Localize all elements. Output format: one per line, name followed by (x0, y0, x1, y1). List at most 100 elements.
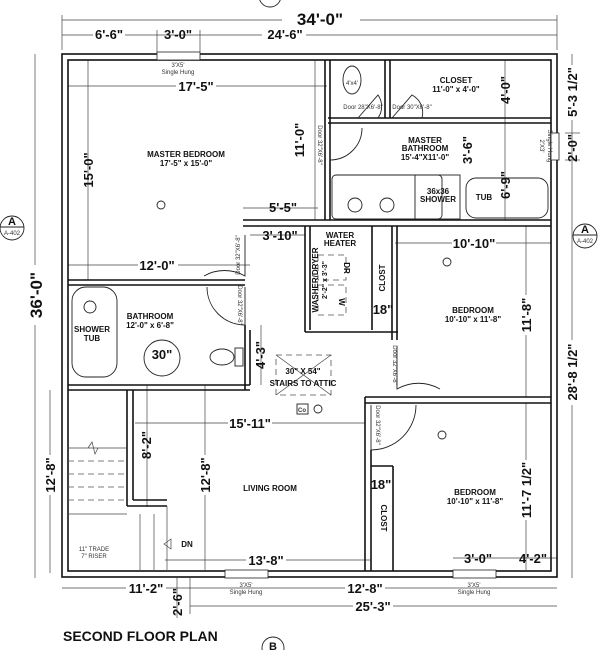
room-size-master-bathroom: 15'-4"X11'-0" (401, 153, 450, 162)
dim: 5'-3 1/2" (565, 67, 580, 117)
dim: 4'-2" (519, 551, 547, 566)
dim: 25'-3" (355, 599, 390, 614)
door-bedroom2[interactable] (370, 404, 417, 451)
room-label-master-bathroom: MASTER (408, 136, 442, 145)
door-label: Door 32"X6'-8" (374, 405, 380, 444)
dim: 28'-8 1/2" (565, 344, 580, 401)
dim: 2'-0" (565, 134, 580, 162)
tub-label: TUB (476, 193, 493, 202)
dim: 11'-0" (292, 123, 307, 158)
co-label: Co (298, 408, 306, 414)
dryer-label: DR (342, 262, 351, 274)
doors (203, 94, 441, 451)
attic-hatch (275, 354, 332, 396)
section-b: B (269, 641, 277, 650)
dim-overall-width: 34'-0" (297, 10, 343, 29)
dim: 18" (373, 302, 394, 317)
door-closet[interactable] (391, 94, 424, 119)
dim: 24'-6" (267, 27, 302, 42)
section-a-right: A (581, 224, 589, 236)
room-label-master-bedroom: MASTER BEDROOM (147, 150, 225, 159)
water-heater-label-2: HEATER (324, 239, 357, 248)
door-label: Door 32"X6'-8" (391, 345, 397, 384)
water-heater-label: WATER (326, 231, 355, 240)
room-size-bathroom: 12'-0" x 6'-8" (126, 321, 174, 330)
door-label: Door 32"X6'-8" (236, 285, 242, 324)
room-size-master-bedroom: 17'-5" x 15'-0" (160, 159, 213, 168)
dim: 3'-0" (164, 27, 192, 42)
door-master-bedroom[interactable] (203, 235, 246, 277)
room-size-closet: 11'-0" x 4'-0" (432, 85, 480, 94)
window-type: Single Hung (230, 590, 263, 596)
section-a-sheet: A-402 (577, 239, 594, 245)
dim: 10'-10" (453, 236, 496, 251)
dim: 2'-6" (170, 588, 185, 616)
window-top (156, 51, 201, 61)
shower-label: 36x36 (427, 187, 450, 196)
stairs[interactable] (68, 441, 172, 571)
attic-label: STAIRS TO ATTIC (270, 379, 337, 388)
stair-note-2: 7" RISER (81, 554, 107, 560)
dim: 17'-5" (178, 79, 213, 94)
dim: 15'-11" (229, 416, 271, 431)
dim: 12'-8" (347, 581, 382, 596)
section-a-sheet: A-402 (4, 231, 21, 237)
dim: 3'-0" (464, 551, 492, 566)
room-label-bathroom: BATHROOM (127, 312, 174, 321)
room-size-bedroom2: 10'-10" x 11'-8" (447, 497, 504, 506)
dim: 3'-6" (460, 136, 475, 164)
washer (317, 284, 347, 316)
shower-master (414, 174, 461, 220)
washer-dryer-size: 2'-2" x 3'-3" (322, 261, 329, 299)
door-master-bath[interactable] (329, 127, 363, 161)
window-label: 3'X5' (172, 63, 185, 69)
door-label-closet: Door 30"X6'-8" (392, 105, 431, 111)
door-label: Door 32"X6'-8" (236, 235, 242, 274)
dim: 11'-7 1/2" (519, 462, 534, 518)
clost-label-1: CLOST (378, 264, 387, 291)
tub (465, 177, 549, 219)
section-a-left: A (8, 216, 16, 228)
washer-label: W (337, 298, 346, 306)
dim: 3'-10" (262, 228, 297, 243)
washer-dryer-label: WASHER/DRYER (311, 247, 320, 312)
windows (156, 51, 560, 579)
dim-overall-depth: 36'-0" (27, 272, 46, 318)
window-living (224, 569, 269, 579)
door-label-toilet: Door 28"X6'-8" (343, 105, 382, 111)
window-label: 3'X5' (240, 583, 253, 589)
dim: 11'-8" (519, 298, 534, 333)
shower-tub-label: SHOWER (74, 325, 110, 334)
dryer (317, 254, 347, 281)
window-type: Single Hung (458, 590, 491, 596)
door-toilet[interactable] (357, 94, 383, 119)
dim: 4'-3" (253, 341, 268, 369)
room-label-living-room: LIVING ROOM (243, 484, 297, 493)
shower-tub (71, 286, 118, 378)
stair-note: 11" TRADE (79, 547, 109, 553)
shower-label-2: SHOWER (420, 195, 456, 204)
room-label-bedroom1: BEDROOM (452, 306, 494, 315)
window-master-bath (550, 132, 560, 161)
dim: 6'-9" (498, 171, 513, 199)
co-detector-icon (296, 403, 309, 415)
window-label: 3'X5' (468, 583, 481, 589)
dim: 11'-2" (129, 581, 164, 596)
dim: 6'-6" (95, 27, 123, 42)
door-label: Door 32"X6'-8" (316, 125, 322, 164)
dim: 18" (371, 477, 392, 492)
door-bathroom[interactable] (206, 286, 246, 326)
room-label-closet: CLOSET (440, 76, 473, 85)
drawing-title: SECOND FLOOR PLAN (63, 628, 218, 644)
room-label-bedroom2: BEDROOM (454, 488, 496, 497)
room-size-bedroom1: 10'-10" x 11'-8" (445, 315, 502, 324)
window-type: Single Hung (162, 70, 195, 76)
dim: 15'-0" (81, 152, 96, 187)
window-type: Single Hung (546, 130, 552, 163)
window-bedroom2 (452, 569, 497, 579)
vanity (331, 174, 443, 220)
door-bedroom1[interactable] (396, 346, 441, 390)
dim: 8'-2" (139, 431, 154, 459)
